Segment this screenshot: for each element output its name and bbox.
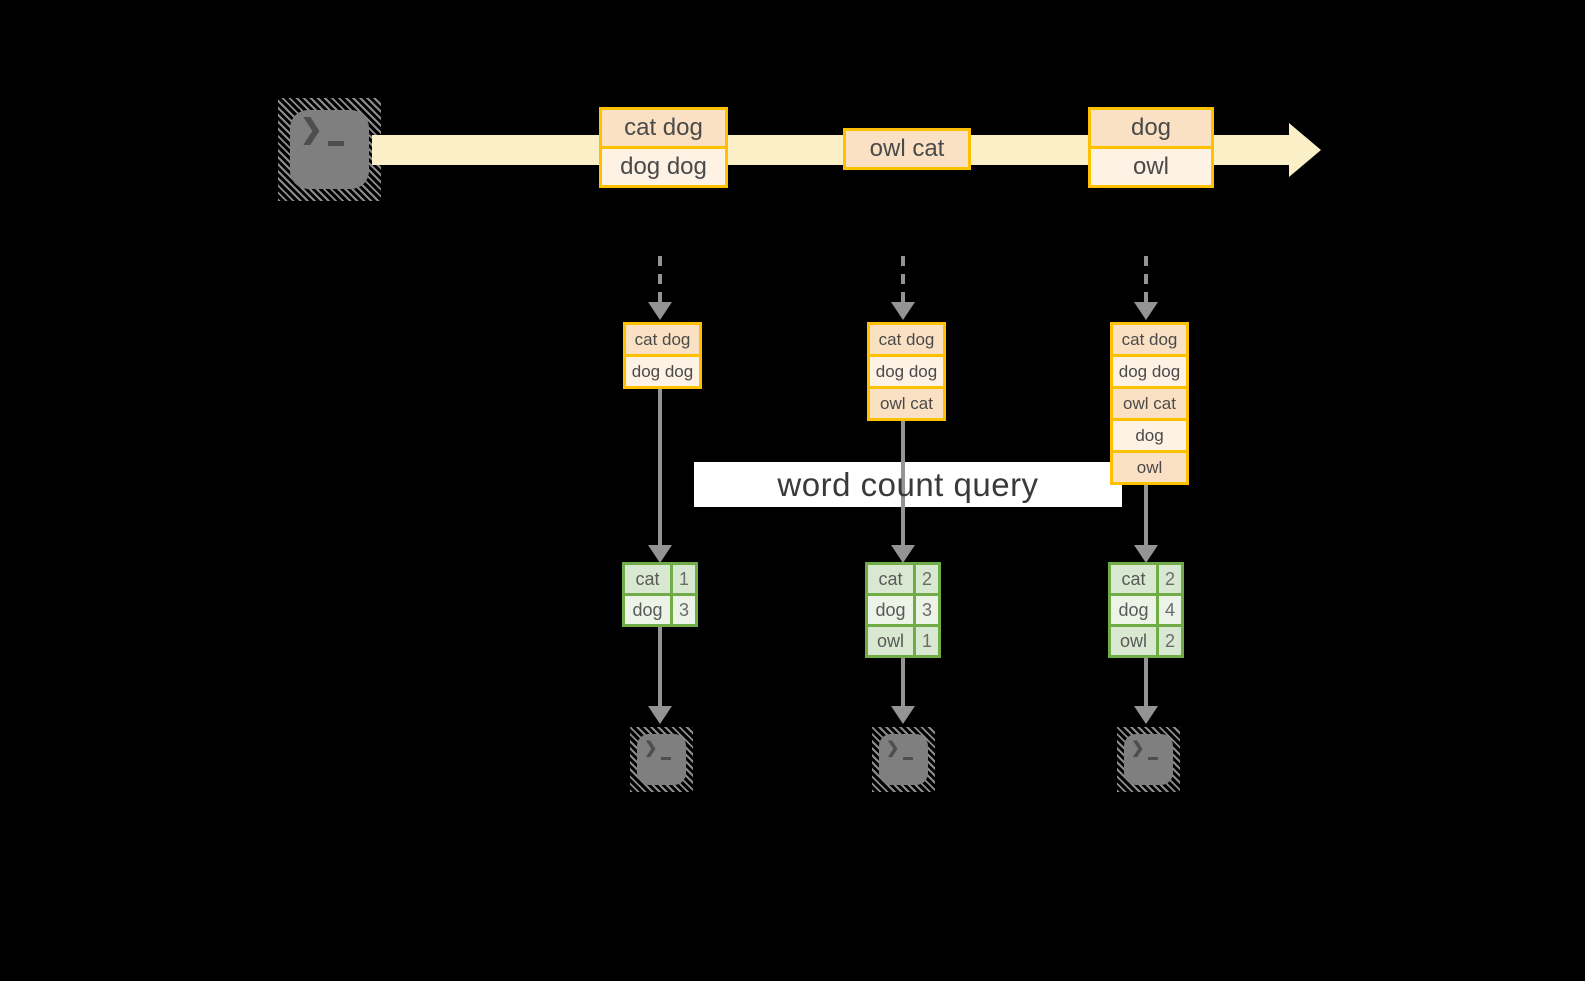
arrow-head-icon bbox=[648, 706, 672, 724]
event-label: owl bbox=[1091, 149, 1211, 185]
table-cell-word: dog bbox=[1111, 596, 1156, 624]
table-cell-word: owl bbox=[1111, 627, 1156, 655]
stream-event-box-3: dog owl bbox=[1088, 107, 1214, 188]
prompt-chevron-icon: ❯ bbox=[886, 740, 900, 757]
terminal-screen: ❯ bbox=[879, 734, 928, 785]
table-cell-count: 3 bbox=[916, 596, 938, 624]
table-cell-word: cat bbox=[1111, 565, 1156, 593]
table-row: owl 2 bbox=[1111, 627, 1181, 655]
query-band bbox=[694, 462, 1122, 507]
table-row: cat 2 bbox=[1111, 565, 1181, 593]
table-cell-count: 1 bbox=[673, 565, 695, 593]
arrow-head-icon bbox=[648, 545, 672, 563]
buffer-row: dog bbox=[1113, 421, 1186, 450]
prompt-underscore-icon bbox=[903, 757, 913, 760]
sink-terminal-icon-1: ❯ bbox=[630, 727, 693, 792]
event-label: dog bbox=[1091, 110, 1211, 146]
terminal-screen: ❯ bbox=[290, 110, 369, 189]
event-label: owl cat bbox=[846, 131, 968, 167]
table-cell-count: 2 bbox=[916, 565, 938, 593]
table-cell-word: cat bbox=[868, 565, 913, 593]
word-count-table-2: cat 2 dog 3 owl 1 bbox=[865, 562, 941, 658]
word-count-table-1: cat 1 dog 3 bbox=[622, 562, 698, 627]
table-row: dog 3 bbox=[625, 596, 695, 624]
table-cell-count: 4 bbox=[1159, 596, 1181, 624]
table-row: cat 1 bbox=[625, 565, 695, 593]
table-cell-word: owl bbox=[868, 627, 913, 655]
table-row: dog 4 bbox=[1111, 596, 1181, 624]
dashed-arrow-line bbox=[901, 256, 905, 302]
buffer-box-2: cat dog dog dog owl cat bbox=[867, 322, 946, 421]
table-cell-count: 2 bbox=[1159, 565, 1181, 593]
prompt-chevron-icon: ❯ bbox=[300, 114, 323, 144]
word-count-table-3: cat 2 dog 4 owl 2 bbox=[1108, 562, 1184, 658]
buffer-row: cat dog bbox=[870, 325, 943, 354]
buffer-row: dog dog bbox=[626, 357, 699, 386]
arrow-head-icon bbox=[648, 302, 672, 320]
stream-event-box-2: owl cat bbox=[843, 128, 971, 170]
buffer-row: dog dog bbox=[870, 357, 943, 386]
source-terminal-icon: ❯ bbox=[278, 98, 381, 201]
table-cell-word: dog bbox=[625, 596, 670, 624]
event-label: cat dog bbox=[602, 110, 725, 146]
buffer-row: cat dog bbox=[626, 325, 699, 354]
stream-arrow-head-icon bbox=[1289, 123, 1321, 177]
buffer-row: dog dog bbox=[1113, 357, 1186, 386]
flow-line bbox=[901, 421, 905, 546]
buffer-row: cat dog bbox=[1113, 325, 1186, 354]
arrow-head-icon bbox=[1134, 302, 1158, 320]
prompt-underscore-icon bbox=[661, 757, 671, 760]
prompt-chevron-icon: ❯ bbox=[644, 740, 658, 757]
table-cell-count: 2 bbox=[1159, 627, 1181, 655]
flow-line bbox=[1144, 658, 1148, 706]
arrow-head-icon bbox=[891, 706, 915, 724]
terminal-screen: ❯ bbox=[1124, 734, 1173, 785]
buffer-row: owl cat bbox=[1113, 389, 1186, 418]
buffer-row: owl bbox=[1113, 453, 1186, 482]
dashed-arrow-line bbox=[658, 256, 662, 302]
flow-line bbox=[901, 658, 905, 706]
dashed-arrow-line bbox=[1144, 256, 1148, 302]
table-row: dog 3 bbox=[868, 596, 938, 624]
stream-event-box-1: cat dog dog dog bbox=[599, 107, 728, 188]
flow-line bbox=[1144, 485, 1148, 546]
prompt-underscore-icon bbox=[1148, 757, 1158, 760]
table-cell-count: 1 bbox=[916, 627, 938, 655]
sink-terminal-icon-3: ❯ bbox=[1117, 727, 1180, 792]
flow-line bbox=[658, 627, 662, 706]
table-row: cat 2 bbox=[868, 565, 938, 593]
query-label: word count query bbox=[777, 465, 1039, 503]
arrow-head-icon bbox=[1134, 545, 1158, 563]
flow-line bbox=[658, 389, 662, 546]
table-cell-count: 3 bbox=[673, 596, 695, 624]
buffer-row: owl cat bbox=[870, 389, 943, 418]
prompt-chevron-icon: ❯ bbox=[1131, 740, 1145, 757]
arrow-head-icon bbox=[891, 302, 915, 320]
arrow-head-icon bbox=[891, 545, 915, 563]
arrow-head-icon bbox=[1134, 706, 1158, 724]
terminal-screen: ❯ bbox=[637, 734, 686, 785]
buffer-box-1: cat dog dog dog bbox=[623, 322, 702, 389]
prompt-underscore-icon bbox=[328, 141, 344, 146]
table-row: owl 1 bbox=[868, 627, 938, 655]
sink-terminal-icon-2: ❯ bbox=[872, 727, 935, 792]
table-cell-word: cat bbox=[625, 565, 670, 593]
event-label: dog dog bbox=[602, 149, 725, 185]
table-cell-word: dog bbox=[868, 596, 913, 624]
buffer-box-3: cat dog dog dog owl cat dog owl bbox=[1110, 322, 1189, 485]
